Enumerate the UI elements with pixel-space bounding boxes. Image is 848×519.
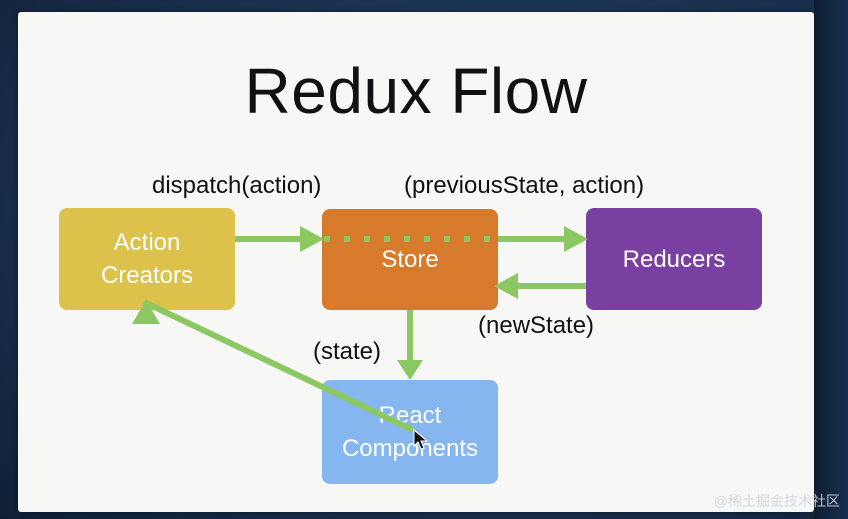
arrowhead-to-actions xyxy=(132,300,160,324)
slide: Redux Flow dispatch(action) (previousSta… xyxy=(18,12,814,512)
action-creators-box: Action Creators xyxy=(59,208,235,310)
action-creators-line2: Creators xyxy=(100,262,194,289)
new-state-label: (newState) xyxy=(478,312,595,339)
reducers-label: Reducers xyxy=(622,245,726,273)
reducers-box: Reducers xyxy=(586,208,762,310)
react-components-box: React Components xyxy=(322,380,498,484)
mouse-cursor-icon xyxy=(413,428,429,450)
react-components-line2: Components xyxy=(341,435,479,462)
arrowhead-to-store-return xyxy=(494,273,518,299)
dispatch-label: dispatch(action) xyxy=(152,172,322,199)
flow-arrows xyxy=(132,226,588,450)
previous-state-label: (previousState, action) xyxy=(404,172,645,199)
slide-title: Redux Flow xyxy=(244,55,588,127)
arrowhead-to-store xyxy=(300,226,324,252)
arrowhead-to-components xyxy=(397,360,423,380)
arrow-components-to-actions xyxy=(142,299,415,433)
store-box: Store xyxy=(322,209,498,310)
store-label: Store xyxy=(381,246,439,273)
arrowhead-to-reducers xyxy=(564,226,588,252)
state-label: (state) xyxy=(313,338,382,365)
action-creators-line1: Action xyxy=(113,229,181,256)
watermark: @稀土掘金技术社区 xyxy=(713,493,840,509)
screen-edge xyxy=(814,0,848,519)
